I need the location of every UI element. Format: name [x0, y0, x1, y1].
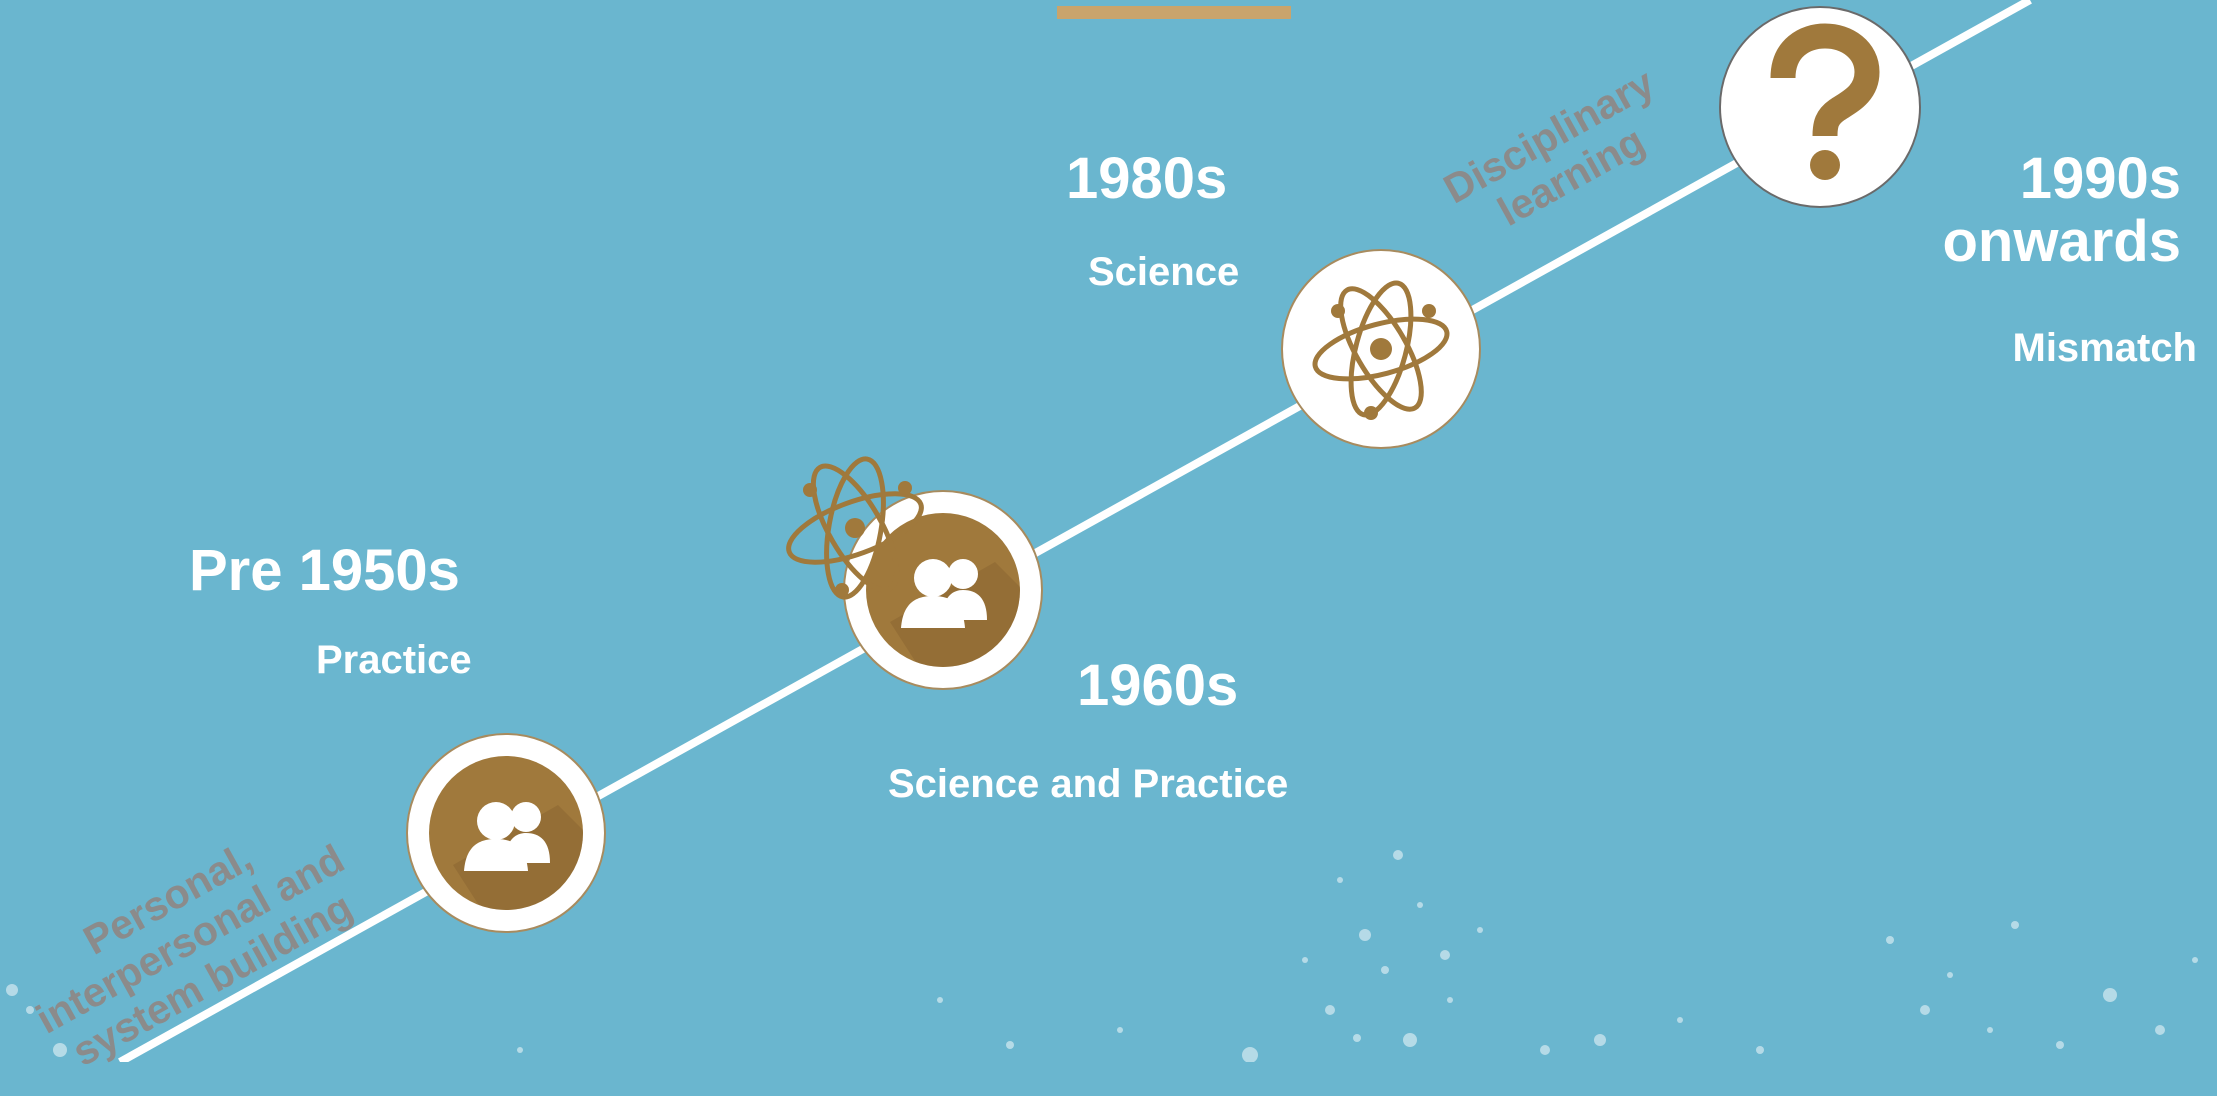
era-theme-1980s: Science: [1088, 250, 1240, 294]
era-title-1990s-line1: 1990s: [2019, 146, 2181, 211]
era-theme-1990s: Mismatch: [2012, 326, 2198, 370]
question-mark-icon: [1770, 23, 1880, 180]
era-title-1960s: 1960s: [1077, 653, 1239, 718]
era-theme-pre1950s: Practice: [316, 638, 472, 682]
people-icon: [429, 756, 583, 910]
milestone-node-pre1950s: [406, 733, 606, 933]
speckle-texture: [6, 850, 2198, 1062]
atom-icon: [786, 456, 924, 600]
era-title-1990s: 1990s onwards: [1942, 146, 2182, 274]
era-title-1980s: 1980s: [1066, 146, 1228, 211]
milestone-node-1980s: [1281, 249, 1481, 449]
atom-icon: [1312, 280, 1450, 420]
era-theme-1960s: Science and Practice: [888, 762, 1289, 806]
timeline-slide: Pre 1950s Practice 1960s Science and Pra…: [6, 0, 2198, 1075]
era-title-1990s-line2: onwards: [1942, 208, 2182, 274]
people-icon: [866, 513, 1020, 667]
milestone-node-1990s: [1719, 6, 1921, 208]
title-accent-bar: [1057, 6, 1291, 19]
era-title-pre1950s: Pre 1950s: [189, 538, 460, 603]
